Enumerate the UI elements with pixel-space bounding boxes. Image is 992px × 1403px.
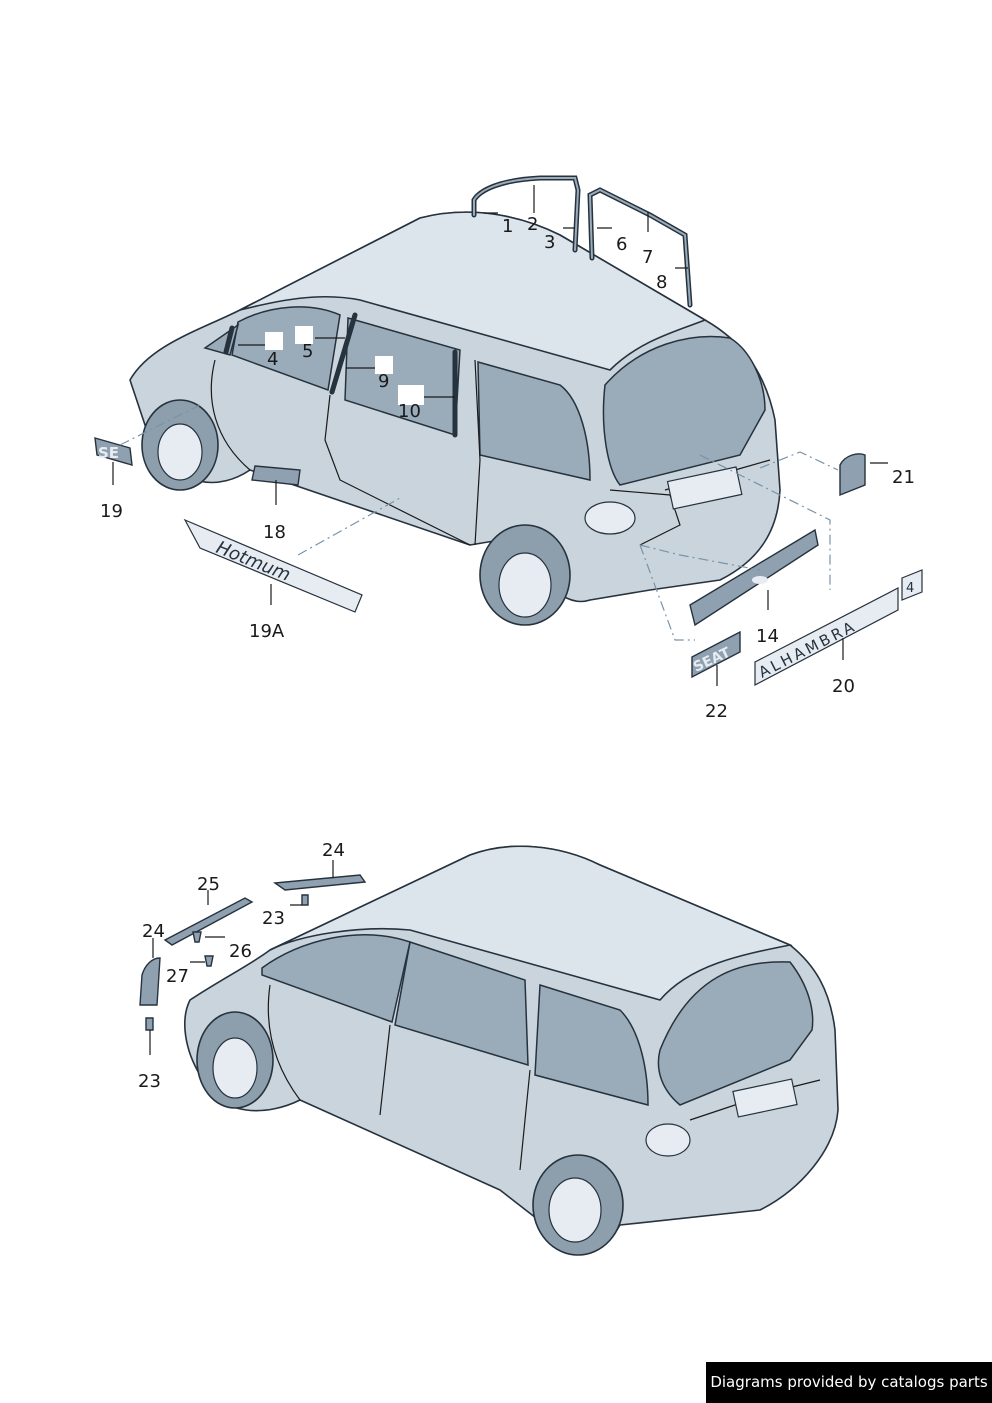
svg-text:25: 25 <box>197 874 220 895</box>
svg-text:7: 7 <box>642 247 653 268</box>
part-18-handle-cover[interactable] <box>251 465 301 486</box>
part-25-cover <box>163 897 254 946</box>
top-vehicle <box>129 211 781 626</box>
svg-text:14: 14 <box>756 626 779 647</box>
svg-text:24: 24 <box>142 921 165 942</box>
svg-text:4: 4 <box>906 581 914 596</box>
svg-text:24: 24 <box>322 840 345 861</box>
bottom-rear-window <box>657 961 814 1106</box>
bottom-parts[interactable] <box>139 874 367 1031</box>
svg-text:22: 22 <box>705 701 728 722</box>
svg-text:10: 10 <box>398 401 421 422</box>
white-markers <box>265 326 424 405</box>
svg-text:26: 26 <box>229 941 252 962</box>
dashed-leaders <box>119 404 839 641</box>
part-20-model-badge[interactable]: ALHAMBRA 4 <box>754 569 923 686</box>
svg-text:27: 27 <box>166 966 189 987</box>
svg-text:8: 8 <box>656 272 667 293</box>
svg-text:19: 19 <box>100 501 123 522</box>
leader-lines-bottom <box>149 860 334 1055</box>
svg-text:Hotmum: Hotmum <box>213 537 293 586</box>
leader-lines <box>112 185 888 686</box>
svg-text:3: 3 <box>544 232 555 253</box>
part-19-badge[interactable]: SE <box>94 437 133 466</box>
svg-text:9: 9 <box>378 371 389 392</box>
callout-labels-top: 1 2 3 6 7 8 4 5 9 10 19 18 19A 21 14 20 … <box>100 214 915 722</box>
svg-text:18: 18 <box>263 522 286 543</box>
part-22-brand-badge[interactable]: SEAT <box>691 630 741 679</box>
footer-credit: Diagrams provided by catalogs parts <box>706 1362 992 1403</box>
window-trims[interactable] <box>223 175 693 438</box>
svg-text:23: 23 <box>262 908 285 929</box>
svg-text:20: 20 <box>832 676 855 697</box>
svg-text:5: 5 <box>302 341 313 362</box>
svg-text:21: 21 <box>892 467 915 488</box>
part-14-tailgate-strip[interactable] <box>689 528 819 627</box>
svg-text:6: 6 <box>616 234 627 255</box>
bottom-vehicle <box>184 845 839 1256</box>
svg-text:19A: 19A <box>249 621 285 642</box>
svg-text:4: 4 <box>267 349 278 370</box>
svg-text:23: 23 <box>138 1071 161 1092</box>
svg-text:2: 2 <box>527 214 538 235</box>
screws <box>145 894 309 1031</box>
part-21-emblem[interactable] <box>839 453 866 497</box>
svg-text:SE: SE <box>98 444 119 462</box>
part-24-side-cover <box>139 957 161 1006</box>
svg-text:1: 1 <box>502 216 513 237</box>
rear-window <box>602 335 766 486</box>
callout-labels-bottom: 24 25 23 26 27 24 23 <box>138 840 345 1092</box>
rear-side-window <box>477 361 591 481</box>
part-24-upper-cover <box>273 874 367 891</box>
